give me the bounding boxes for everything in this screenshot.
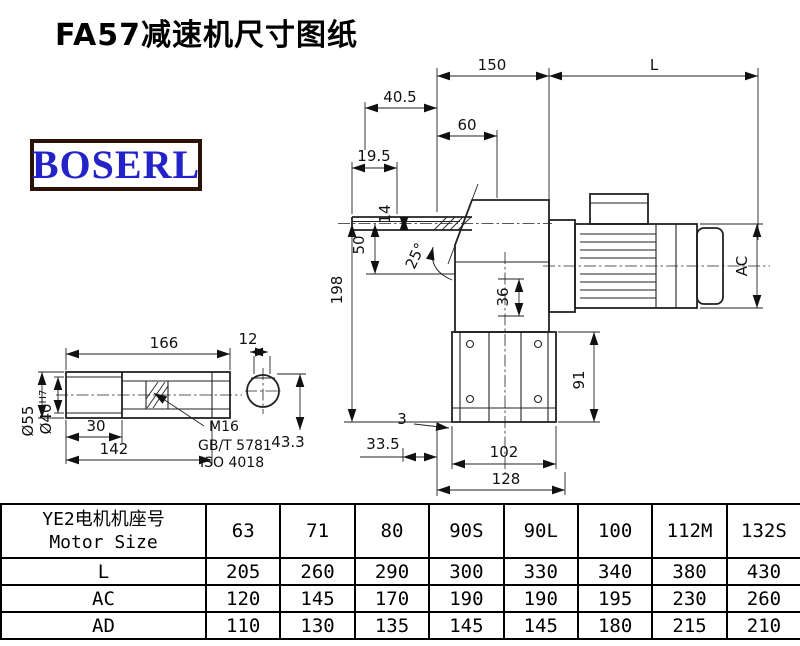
dimension-labels: 150 L 40.5 60 19.5 14 50 25° 198 36 AC 9… (19, 56, 751, 488)
dim-L: L (650, 56, 659, 74)
value-cell: 145 (428, 611, 505, 640)
value-cell: 380 (651, 557, 728, 586)
value-cell: 190 (502, 584, 579, 613)
dim-25deg: 25° (402, 240, 430, 272)
dim-166: 166 (150, 334, 179, 352)
size-col-63: 63 (204, 503, 282, 559)
dim-14: 14 (376, 204, 394, 223)
value-cell: 145 (502, 611, 579, 640)
size-col-90s: 90S (428, 503, 505, 559)
dim-33-5: 33.5 (366, 435, 399, 453)
value-cell: 110 (204, 611, 282, 640)
size-col-112m: 112M (651, 503, 728, 559)
table-row-AD: AD 110 130 135 145 145 180 215 210 (0, 611, 800, 640)
label-iso-4018: ISO 4018 (200, 455, 264, 471)
boserl-logo-text: BOSERL (31, 142, 201, 187)
dim-150: 150 (478, 56, 507, 74)
value-cell: 230 (651, 584, 728, 613)
value-cell: 430 (725, 557, 800, 586)
dim-142: 142 (100, 440, 129, 458)
dim-AC: AC (733, 256, 751, 276)
value-cell: 215 (651, 611, 728, 640)
dimension-lines (37, 68, 763, 496)
value-cell: 300 (428, 557, 505, 586)
size-col-71: 71 (279, 503, 356, 559)
header-cn: YE2电机机座号 (42, 508, 165, 530)
technical-drawing: 150 L 40.5 60 19.5 14 50 25° 198 36 AC 9… (19, 56, 770, 496)
header-en: Motor Size (49, 532, 158, 553)
value-cell: 260 (725, 584, 800, 613)
dim-dia40h7: Ø40H7 (37, 390, 55, 435)
motor-size-header-cell: YE2电机机座号 Motor Size (0, 503, 207, 559)
size-col-80: 80 (353, 503, 431, 559)
dim-19-5: 19.5 (357, 147, 390, 165)
dim-dia40-base: Ø40 (37, 403, 55, 434)
dim-91: 91 (570, 370, 588, 389)
dim-dia55: Ø55 (19, 406, 37, 437)
value-cell: 120 (204, 584, 282, 613)
main-view-reducer-with-motor (338, 193, 770, 474)
dim-dia40-tolerance: H7 (38, 390, 49, 404)
value-cell: 195 (576, 584, 654, 613)
size-col-90l: 90L (502, 503, 579, 559)
value-cell: 130 (279, 611, 356, 640)
size-col-132s: 132S (725, 503, 800, 559)
row-label-AC: AC (0, 584, 207, 613)
value-cell: 340 (576, 557, 654, 586)
dim-3: 3 (397, 410, 407, 428)
value-cell: 190 (428, 584, 505, 613)
label-gbt-5781: GB/T 5781 (198, 438, 272, 454)
dim-60: 60 (457, 116, 476, 134)
dim-43-3: 43.3 (271, 433, 304, 451)
page-title: FA57减速机尺寸图纸 (55, 18, 359, 53)
value-cell: 290 (353, 557, 431, 586)
boserl-logo: BOSERL (30, 139, 202, 191)
value-cell: 180 (576, 611, 654, 640)
value-cell: 145 (279, 584, 356, 613)
detail-view-hollow-shaft (56, 368, 281, 419)
value-cell: 170 (353, 584, 431, 613)
dim-50: 50 (350, 235, 368, 254)
value-cell: 260 (279, 557, 356, 586)
dim-128: 128 (492, 470, 521, 488)
row-label-L: L (0, 557, 207, 586)
dim-12: 12 (238, 330, 257, 348)
dim-102: 102 (490, 443, 519, 461)
dim-198: 198 (328, 276, 346, 305)
dim-36: 36 (494, 287, 512, 306)
motor-size-table: YE2电机机座号 Motor Size 63 71 80 90S 90L 100… (0, 503, 800, 640)
value-cell: 205 (204, 557, 282, 586)
table-header-row: YE2电机机座号 Motor Size 63 71 80 90S 90L 100… (0, 503, 800, 559)
value-cell: 330 (502, 557, 579, 586)
size-col-100: 100 (576, 503, 654, 559)
label-m16: M16 (209, 419, 239, 435)
dim-30: 30 (86, 417, 105, 435)
table-row-AC: AC 120 145 170 190 190 195 230 260 (0, 584, 800, 613)
value-cell: 210 (725, 611, 800, 640)
table-row-L: L 205 260 290 300 330 340 380 430 (0, 557, 800, 586)
value-cell: 135 (353, 611, 431, 640)
row-label-AD: AD (0, 611, 207, 640)
dim-40-5: 40.5 (383, 88, 416, 106)
